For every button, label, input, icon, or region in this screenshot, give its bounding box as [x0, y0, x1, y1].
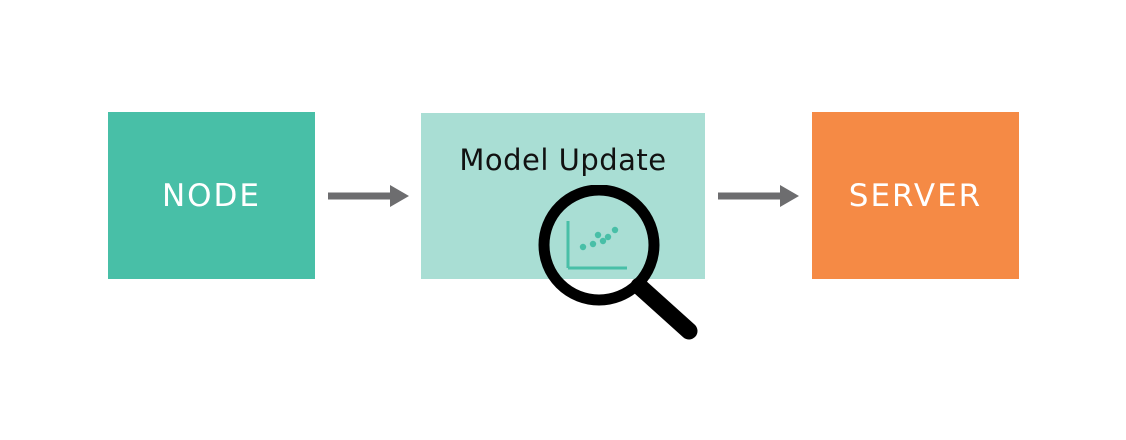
- node-box: NODE: [108, 112, 315, 279]
- magnifying-glass-icon: [538, 185, 698, 340]
- model-update-label: Model Update: [459, 143, 667, 177]
- server-box: SERVER: [812, 112, 1019, 279]
- node-label: NODE: [161, 177, 262, 214]
- server-label: SERVER: [848, 177, 983, 214]
- scatter-chart-icon: [566, 221, 627, 270]
- arrow-update-to-server: [718, 185, 799, 207]
- arrow-node-to-update: [328, 185, 409, 207]
